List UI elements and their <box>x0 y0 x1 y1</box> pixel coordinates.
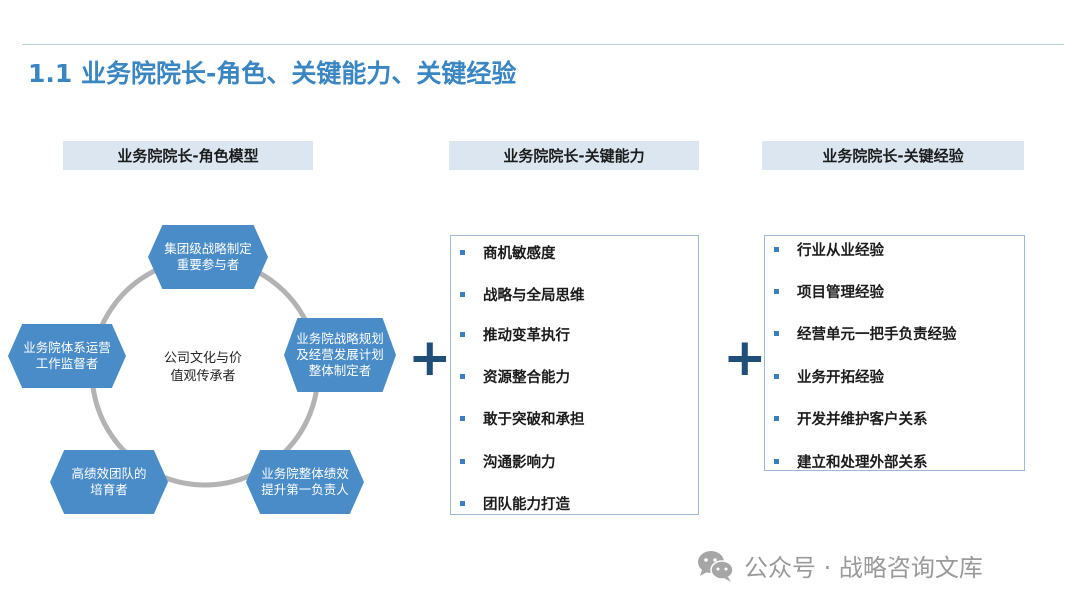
bullet-icon <box>774 373 779 379</box>
role-hexagon-operations-supervisor: 业务院体系运营 工作监督者 <box>8 324 126 388</box>
list-item: 敢于突破和承担 <box>451 406 585 430</box>
list-item: 资源整合能力 <box>451 364 570 388</box>
bullet-icon <box>774 330 779 336</box>
bullet-icon <box>460 373 465 379</box>
role-center-label: 公司文化与价 值观传承者 <box>163 351 242 385</box>
list-item: 推动变革执行 <box>451 322 570 346</box>
key-experience-list: 行业从业经验 项目管理经验 经营单元一把手负责经验 业务开拓经验 开发并维护客户… <box>764 235 1025 471</box>
role-hexagon-strategy-participant: 集团级战略制定 重要参与者 <box>148 225 268 289</box>
key-ability-list: 商机敏感度 战略与全局思维 推动变革执行 资源整合能力 敢于突破和承担 沟通影响… <box>450 235 699 515</box>
list-item: 开发并维护客户关系 <box>765 406 928 430</box>
key-experience-header: 业务院院长-关键经验 <box>762 141 1024 170</box>
bullet-icon <box>460 249 465 255</box>
bullet-icon <box>460 291 465 297</box>
list-item: 项目管理经验 <box>765 279 884 303</box>
bullet-icon <box>460 500 465 506</box>
top-divider <box>22 44 1064 45</box>
bullet-icon <box>460 415 465 421</box>
list-item: 建立和处理外部关系 <box>765 449 928 473</box>
list-item: 团队能力打造 <box>451 491 570 515</box>
bullet-icon <box>774 288 779 294</box>
bullet-icon <box>774 458 779 464</box>
list-item: 沟通影响力 <box>451 449 556 473</box>
plus-icon: + <box>723 328 767 388</box>
page-title: 1.1 业务院院长-角色、关键能力、关键经验 <box>28 59 517 88</box>
role-hexagon-performance-owner: 业务院整体绩效 提升第一负责人 <box>246 450 364 514</box>
plus-icon: + <box>408 328 452 388</box>
wechat-icon <box>698 550 734 582</box>
bullet-icon <box>774 246 779 252</box>
list-item: 战略与全局思维 <box>451 282 585 306</box>
watermark: 公众号 · 战略咨询文库 <box>696 548 983 583</box>
role-hexagon-team-builder: 高绩效团队的 培育者 <box>50 450 168 514</box>
bullet-icon <box>460 331 465 337</box>
bullet-icon <box>460 458 465 464</box>
bullet-icon <box>774 415 779 421</box>
role-hexagon-strategy-planner: 业务院战略规划 及经营发展计划 整体制定者 <box>284 318 396 392</box>
list-item: 经营单元一把手负责经验 <box>765 321 957 345</box>
list-item: 商机敏感度 <box>451 240 556 264</box>
list-item: 行业从业经验 <box>765 237 884 261</box>
list-item: 业务开拓经验 <box>765 364 884 388</box>
watermark-text: 公众号 · 战略咨询文库 <box>744 554 983 582</box>
role-model-header: 业务院院长-角色模型 <box>63 141 313 170</box>
key-ability-header: 业务院院长-关键能力 <box>449 141 699 170</box>
